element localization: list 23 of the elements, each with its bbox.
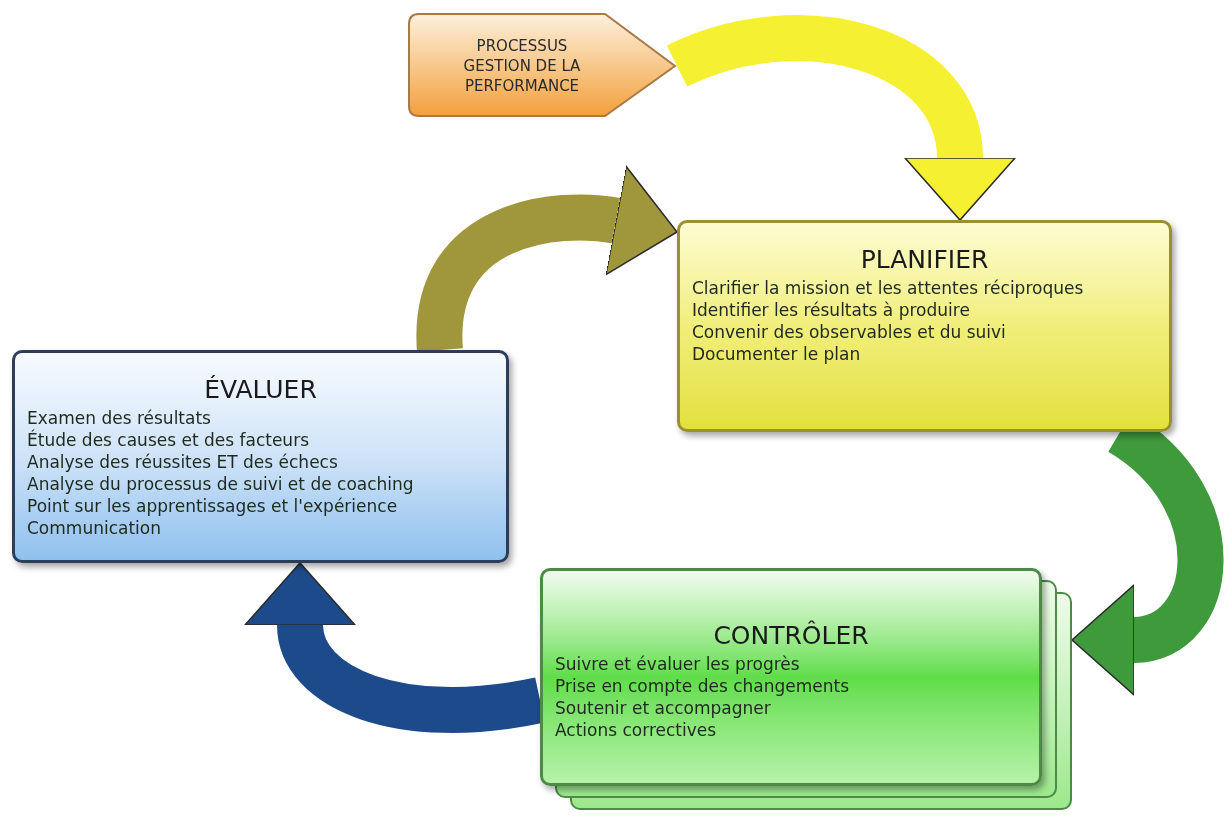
stage-item: Point sur les apprentissages et l'expérience — [27, 495, 398, 517]
stage-item: Identifier les résultats à produire — [692, 299, 970, 321]
stage-item: Étude des causes et des facteurs — [27, 429, 309, 451]
stage-item: Examen des résultats — [27, 407, 211, 429]
stage-card — [12, 350, 509, 563]
process-title: PROCESSUS GESTION DE LA PERFORMANCE — [462, 36, 582, 96]
stage-item: Analyse des réussites ET des échecs — [27, 451, 338, 473]
stage-item: Convenir des observables et du suivi — [692, 321, 1006, 343]
stage-item: Soutenir et accompagner — [555, 697, 771, 719]
start-tag-shape — [407, 12, 677, 120]
stage-card — [677, 220, 1172, 432]
stage-item: Communication — [27, 517, 161, 539]
stage-title: CONTRÔLER — [713, 621, 869, 651]
stage-item: Actions correctives — [555, 719, 717, 741]
stage-item: Analyse du processus de suivi et de coaching — [27, 473, 414, 495]
stage-item: Clarifier la mission et les attentes réciproques — [692, 277, 1084, 299]
stage-title: ÉVALUER — [204, 375, 317, 405]
stage-item: Prise en compte des changements — [555, 675, 850, 697]
stage-title: PLANIFIER — [860, 245, 989, 275]
stage-item: Documenter le plan — [692, 343, 861, 365]
curved-arrow — [416, 165, 679, 351]
stage-item: Suivre et évaluer les progrès — [555, 653, 800, 675]
stacked-stage-card — [540, 568, 1072, 812]
